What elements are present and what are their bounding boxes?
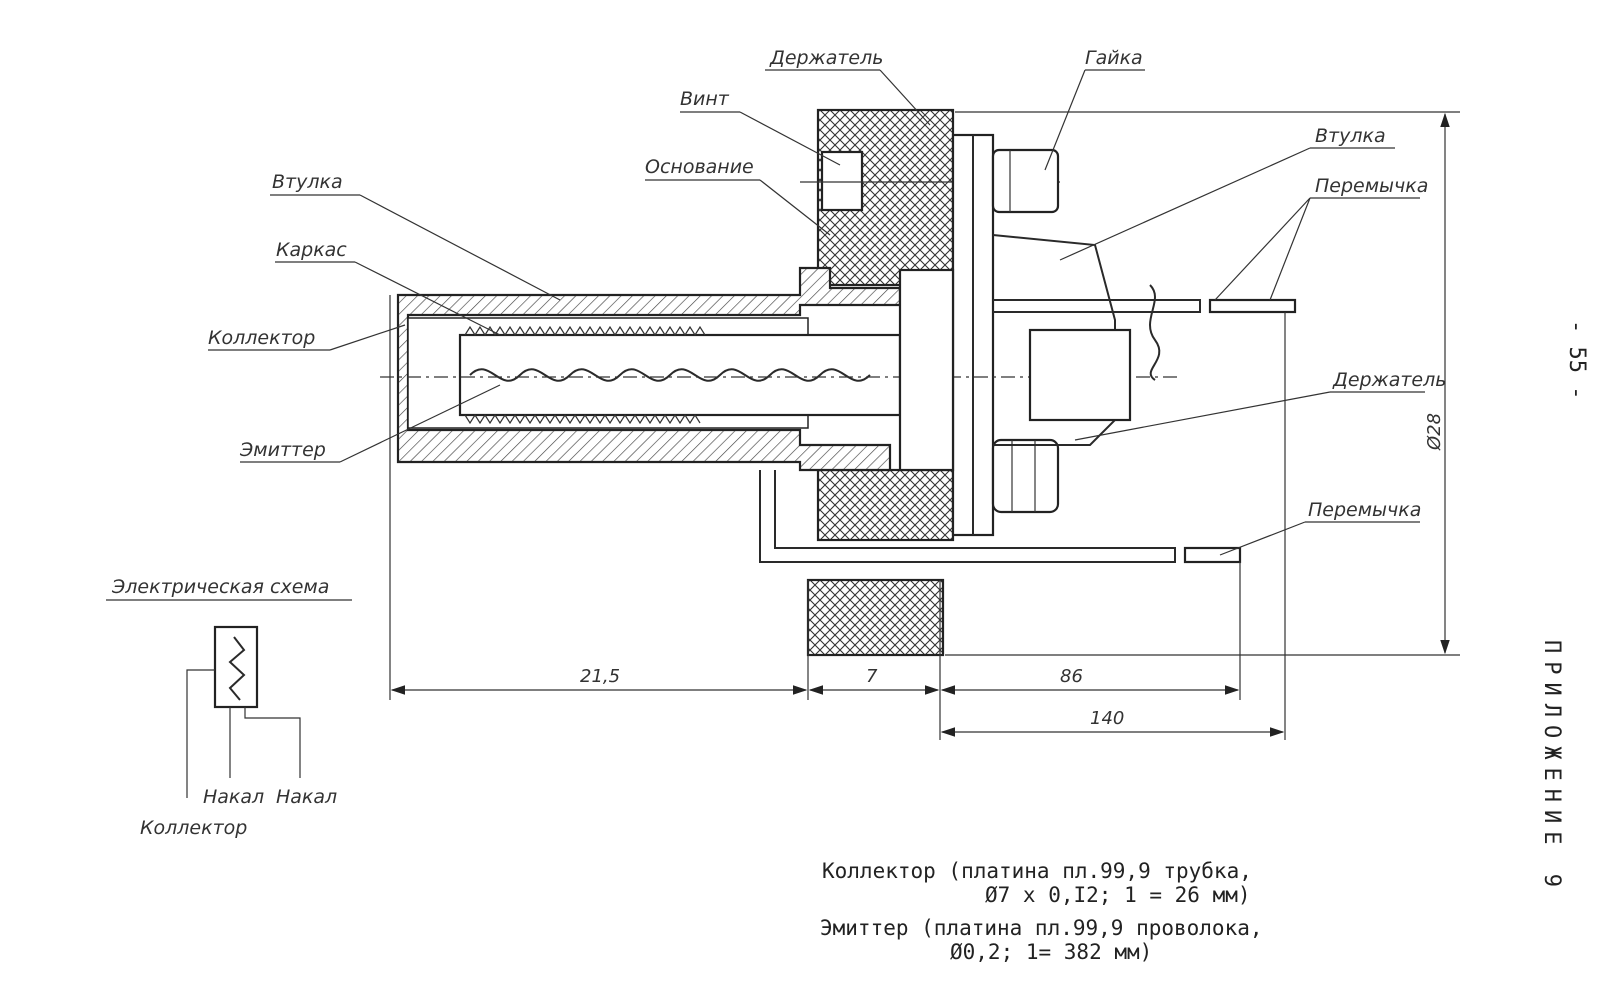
jumper-top-end xyxy=(1208,298,1297,314)
part-labels: Держатель Гайка Винт Основание Втулка Пе… xyxy=(208,47,1446,521)
label-vtulka-left: Втулка xyxy=(272,171,343,193)
label-vint: Винт xyxy=(680,88,730,110)
page-number: - 55 - xyxy=(1564,320,1589,399)
schematic-title: Электрическая схема xyxy=(111,576,329,598)
label-gaika: Гайка xyxy=(1085,47,1143,69)
carcass-thread-bottom xyxy=(464,413,701,425)
dim-86: 86 xyxy=(1060,666,1083,687)
label-emitter: Эмиттер xyxy=(239,439,326,461)
carcass-thread-top xyxy=(464,325,706,337)
dim-diameter: Ø28 xyxy=(1424,413,1445,451)
dim-140: 140 xyxy=(1090,708,1124,729)
side-text: - 55 - ПРИЛОЖЕНИЕ 9 xyxy=(1539,320,1589,895)
label-kollektor: Коллектор xyxy=(208,327,315,349)
shoulder xyxy=(898,268,955,472)
dimension-lines: 21,5 7 86 140 Ø28 xyxy=(389,111,1460,740)
schematic-lead-nakal-1: Накал xyxy=(203,786,264,808)
label-osnovanie: Основание xyxy=(645,156,754,178)
outer-sleeve xyxy=(396,266,902,472)
label-peremychka-bottom: Перемычка xyxy=(1308,499,1421,521)
emitter-spiral xyxy=(469,368,871,382)
jumper-bottom xyxy=(759,470,1176,563)
nut-top xyxy=(991,148,1060,214)
note-line-2: Ø7 х 0,I2; 1 = 26 мм) xyxy=(985,883,1251,907)
electrical-schematic: Электрическая схема Накал Накал Коллекто… xyxy=(106,576,352,839)
label-derzhatel-top: Держатель xyxy=(769,47,883,69)
dim-7: 7 xyxy=(866,666,878,687)
schematic-lead-nakal-2: Накал xyxy=(276,786,337,808)
leader-lines xyxy=(208,69,1425,556)
nut-bottom xyxy=(991,438,1060,514)
jumper-top xyxy=(993,299,1201,313)
label-karkas: Каркас xyxy=(276,239,347,261)
base-block-lower xyxy=(816,468,955,542)
terminal-block xyxy=(1028,328,1132,422)
dim-21-5: 21,5 xyxy=(580,666,620,687)
base-block-bottom xyxy=(806,578,945,657)
screw-hole xyxy=(820,150,864,212)
schematic-heater-icon xyxy=(228,636,246,701)
note-line-1: Коллектор (платина пл.99,9 трубка, xyxy=(822,859,1252,883)
note-line-3: Эмиттер (платина пл.99,9 проволока, xyxy=(820,916,1263,940)
label-derzhatel-right: Держатель xyxy=(1332,369,1446,391)
material-notes: Коллектор (платина пл.99,9 трубка, Ø7 х … xyxy=(820,859,1263,964)
label-peremychka-top: Перемычка xyxy=(1315,175,1428,197)
assembly-drawing xyxy=(380,108,1297,657)
jumper-bottom-end xyxy=(1183,546,1242,564)
note-line-4: Ø0,2; 1= 382 мм) xyxy=(950,940,1152,964)
label-vtulka-right: Втулка xyxy=(1315,125,1386,147)
appendix-title: ПРИЛОЖЕНИЕ 9 xyxy=(1539,640,1564,895)
schematic-lead-kollektor: Коллектор xyxy=(140,817,247,839)
carcass xyxy=(458,333,902,417)
